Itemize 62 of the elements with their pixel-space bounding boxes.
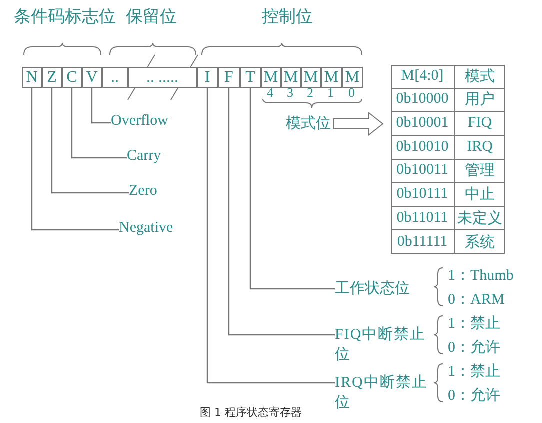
table-cell: 0b10010 [391,136,455,160]
table-cell: 中止 [455,183,505,207]
state-value: 1：Thumb [448,267,514,285]
table-cell: 0b10001 [391,112,455,136]
register-bit-cell: M [321,67,342,88]
table-cell: 0b11011 [391,206,455,230]
register-bit-cell: M [261,67,281,88]
bit-index: 0 [348,85,355,101]
bit-index: 4 [267,85,274,101]
table-cell: IRQ [455,136,505,160]
field-label: IRQ中断禁止位 [335,373,441,413]
table-cell: 用户 [455,88,505,112]
leader-line [91,88,111,124]
field-label: 工作状态位 [335,279,417,299]
register-bit-cell: T [240,67,261,88]
register-bit-cell: M [342,67,363,88]
table-cell: FIQ [455,112,505,136]
block-arrow [334,112,384,136]
register-bit-cell: V [82,67,102,88]
field-label: Overflow [111,113,177,133]
field-label: 模式位 [286,114,334,134]
state-value: 0：允许 [448,338,500,357]
bit-index: 3 [287,85,294,101]
field-label: Zero [129,183,167,203]
register-bit-cell: Z [42,67,62,88]
register-bit-cell: .. ..... [128,67,197,88]
register-bit-cell: C [62,67,82,88]
leader-line [51,88,129,194]
table-cell: 管理 [455,160,505,184]
leader-line [31,88,119,231]
state-value: 1：禁止 [448,314,500,333]
mode-table [391,65,505,254]
group-heading: 控制位 [262,6,313,28]
register-bit-cell: M [301,67,321,88]
group-heading: 条件码标志位 [14,6,116,28]
register-bit-cell: I [197,67,218,88]
register-bit-cell: .. [102,67,128,88]
bit-index: 1 [328,85,334,101]
leader-line [71,88,127,159]
table-cell: 0b10111 [391,183,455,207]
table-cell: 0b10000 [391,88,455,112]
table-cell: 0b11111 [391,230,455,254]
leader-line [250,88,335,290]
table-header-cell: 模式 [455,65,505,89]
field-label: Carry [127,148,167,168]
register-bit-cell: N [22,67,42,88]
table-header-cell: M[4:0] [391,65,455,89]
bit-index: 2 [307,85,314,101]
table-cell-text: 系统 [464,234,496,253]
field-label: Negative [119,220,181,240]
table-cell: 0b10011 [391,160,455,184]
leader-line [206,88,335,384]
leader-line [228,88,335,336]
state-value: 0：允许 [448,386,500,405]
figure-caption: 图 1 程序状态寄存器 [200,405,302,420]
field-label: FIQ中断禁止位 [335,325,441,365]
state-value: 0：ARM [448,291,505,309]
group-heading: 保留位 [126,6,177,28]
register-bit-cell: F [218,67,240,88]
register-bit-cell: M [281,67,301,88]
state-value: 1：禁止 [448,362,500,381]
table-cell: 未定义 [455,206,505,230]
